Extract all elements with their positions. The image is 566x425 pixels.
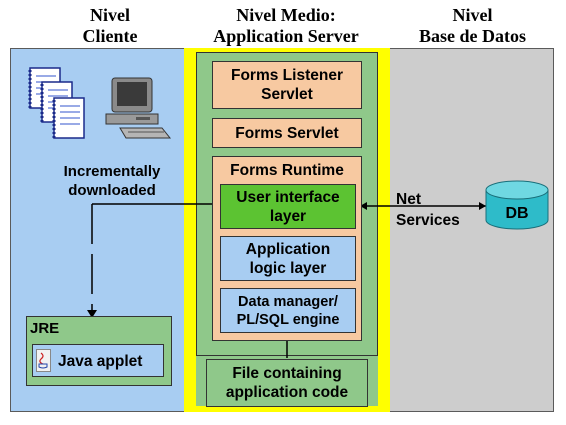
net-services-label: Net Services — [396, 189, 460, 231]
file-line1: File containing — [232, 365, 342, 382]
data-manager-line2: PL/SQL engine — [236, 311, 340, 328]
net-services-line1: Net — [396, 191, 421, 208]
forms-servlet-box: Forms Servlet — [212, 118, 362, 148]
ui-layer-line2: layer — [269, 207, 307, 225]
documents-icon — [26, 66, 90, 144]
db-tier-header: Nivel Base de Datos — [390, 5, 555, 47]
application-code-file-box: File containing application code — [206, 359, 368, 407]
client-header-line1: Nivel — [90, 5, 130, 25]
incrementally-downloaded-label: Incrementally downloaded — [48, 162, 176, 200]
db-label: DB — [505, 205, 529, 222]
db-arrowhead — [479, 202, 486, 210]
data-manager-line1: Data manager/ — [238, 293, 338, 310]
net-services-line2: Services — [396, 212, 460, 229]
db-header-line1: Nivel — [452, 5, 493, 25]
client-tier-header: Nivel Cliente — [40, 5, 180, 47]
middle-header-line1: Nivel Medio: — [236, 5, 336, 25]
download-label-line1: Incrementally — [63, 163, 161, 180]
app-logic-line2: logic layer — [249, 259, 327, 277]
middle-tier-header: Nivel Medio: Application Server — [186, 5, 386, 47]
jre-title: JRE — [30, 320, 60, 337]
download-arrowhead — [87, 310, 97, 318]
db-tier-panel — [388, 48, 554, 412]
ui-arrowhead — [360, 202, 367, 210]
download-label-line2: downloaded — [68, 182, 156, 199]
computer-icon — [100, 76, 172, 144]
middle-header-line2: Application Server — [213, 26, 359, 46]
file-line2: application code — [225, 384, 349, 401]
java-logo-icon — [36, 349, 51, 372]
data-manager-box: Data manager/ PL/SQL engine — [220, 288, 356, 333]
ui-layer-line1: User interface — [236, 188, 340, 206]
user-interface-layer-box: User interface layer — [220, 184, 356, 229]
servlet-label: Forms Servlet — [235, 124, 339, 142]
database-cylinder-icon — [482, 180, 552, 232]
client-header-line2: Cliente — [82, 26, 138, 46]
forms-listener-servlet-box: Forms Listener Servlet — [212, 61, 362, 109]
java-applet-box — [32, 344, 164, 377]
application-logic-layer-box: Application logic layer — [220, 236, 356, 281]
listener-line1: Forms Listener — [231, 67, 343, 84]
java-applet-label: Java applet — [58, 353, 143, 370]
db-header-line2: Base de Datos — [419, 26, 526, 46]
app-logic-line1: Application — [245, 240, 331, 258]
listener-line2: Servlet — [261, 86, 313, 103]
forms-runtime-title: Forms Runtime — [230, 162, 344, 179]
